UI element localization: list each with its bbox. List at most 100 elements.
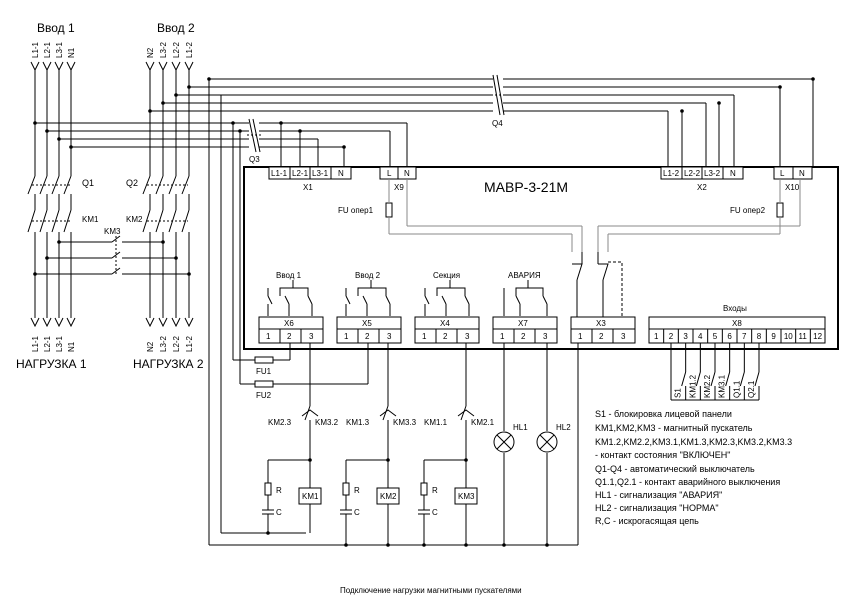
- lamp-circuits: [503, 343, 548, 545]
- terminal-pin: 1: [654, 332, 659, 341]
- legend-line: KM1,KM2,KM3 - магнитный пускатель: [595, 423, 753, 433]
- km1-label: KM1: [82, 215, 99, 224]
- output-arrows: [30, 317, 194, 328]
- x8-contact-label: Q2.1: [747, 380, 756, 398]
- km23-label: KM2.3: [268, 418, 292, 427]
- fuse-fu2-label: FU2: [256, 391, 272, 400]
- c-label: C: [432, 508, 438, 517]
- fuse-op1-label: FU опер1: [338, 206, 374, 215]
- km3-label: KM3: [104, 227, 121, 236]
- x5-title: Ввод 2: [355, 271, 381, 280]
- r-label: R: [432, 486, 438, 495]
- resistor-r2: [342, 482, 350, 496]
- internal-changeover: [572, 252, 609, 318]
- fuse-fu2: [254, 380, 274, 388]
- phase-label: L3-1: [55, 41, 64, 58]
- caption: Подключение нагрузки магнитными пускател…: [340, 586, 522, 595]
- terminal-pin: 2: [443, 332, 448, 341]
- hl1-label: HL1: [513, 423, 528, 432]
- x8-title: Входы: [723, 304, 747, 313]
- x8-contact-label: KM3.1: [718, 374, 727, 398]
- terminal-name: X6: [284, 319, 294, 328]
- terminal-pin: 3: [543, 332, 548, 341]
- x7-title: АВАРИЯ: [508, 271, 541, 280]
- x8-contact-switch: [739, 371, 745, 387]
- feed-lines-top: [35, 78, 814, 167]
- q4-label: Q4: [492, 119, 503, 128]
- relay-contacts-avariya: [503, 280, 548, 316]
- legend-line: S1 - блокировка лицевой панели: [595, 409, 732, 419]
- lamp-hl1-icon: [493, 431, 515, 453]
- phase-label: N2: [146, 47, 155, 58]
- terminal-pin: 12: [813, 332, 822, 341]
- phase-label: N2: [146, 341, 155, 352]
- phase-label: L3-1: [55, 335, 64, 352]
- terminal-pin: 3: [309, 332, 314, 341]
- device-title: МАВР-3-21М: [484, 179, 568, 195]
- phase-label: L2-1: [43, 41, 52, 58]
- q3-label: Q3: [249, 155, 260, 164]
- terminal-name: X9: [394, 183, 404, 192]
- coil-km2-label: KM2: [380, 492, 397, 501]
- x8-contact-label: KM2.2: [703, 374, 712, 398]
- coil-km1-label: KM1: [302, 492, 319, 501]
- x8-contact-switch: [695, 371, 701, 387]
- terminal-pin: L2-1: [292, 169, 309, 178]
- coil-circuit-3: [418, 343, 475, 545]
- terminal-pin: 11: [799, 332, 808, 341]
- fuse-fu1-label: FU1: [256, 367, 272, 376]
- load-2-label: НАГРУЗКА 2: [133, 357, 204, 371]
- c-label: C: [276, 508, 282, 517]
- output-phase-labels-2: N2 L3-2 L2-2 L1-2: [146, 335, 194, 352]
- terminal-pin: L1-1: [271, 169, 288, 178]
- terminal-pin: L2-2: [684, 169, 701, 178]
- relay-contacts-vvod2: [345, 280, 391, 316]
- coil-km1: [298, 487, 322, 505]
- legend-line: Q1.1,Q2.1 - контакт аварийного выключени…: [595, 477, 780, 487]
- contactor-km2-contacts: [142, 209, 190, 233]
- fuse-fu1: [254, 356, 274, 364]
- terminal-pin: 3: [683, 332, 688, 341]
- legend-line: Q1-Q4 - автоматический выключатель: [595, 464, 755, 474]
- km2-label: KM2: [126, 215, 143, 224]
- legend-line: KM1.2,KM2.2,KM3.1,KM1.3,KM2.3,KM3.2,KM3.…: [595, 437, 792, 447]
- terminal-x9: L N X9: [379, 166, 417, 192]
- terminal-pin: 2: [599, 332, 604, 341]
- terminal-name: X2: [697, 183, 707, 192]
- x8-contact-label: S1: [674, 388, 683, 398]
- terminal-pin: L: [387, 169, 392, 178]
- terminal-name: X1: [303, 183, 313, 192]
- x8-contact-switch: [681, 371, 687, 387]
- coil-circuit-2: [340, 343, 397, 545]
- fuse-op2-label: FU опер2: [730, 206, 766, 215]
- terminal-pin: 1: [578, 332, 583, 341]
- x4-title: Секция: [433, 271, 460, 280]
- phase-label: L1-2: [185, 41, 194, 58]
- legend-line: R,C - искрогасящая цепь: [595, 516, 699, 526]
- internal-dashed: [608, 261, 623, 318]
- terminal-pin: 2: [287, 332, 292, 341]
- coil-km3-label: KM3: [458, 492, 475, 501]
- terminal-pin: L: [780, 169, 785, 178]
- phase-labels-input-2: N2 L3-2 L2-2 L1-2: [146, 41, 194, 58]
- phase-label: L1-1: [31, 335, 40, 352]
- x8-contact-label: KM1.2: [688, 374, 697, 398]
- km21-label: KM2.1: [471, 418, 495, 427]
- breaker-q2-contacts: [142, 175, 190, 195]
- terminal-name: X8: [732, 319, 742, 328]
- r-label: R: [276, 486, 282, 495]
- terminal-pin: 3: [465, 332, 470, 341]
- terminal-x3: X3 1 2 3: [570, 316, 636, 344]
- coil-km3: [454, 487, 478, 505]
- terminal-pin: 2: [669, 332, 674, 341]
- phase-label: L3-2: [159, 335, 168, 352]
- output-phase-labels-1: L1-1 L2-1 L3-1 N1: [31, 335, 76, 352]
- contactor-km3-section: [35, 235, 189, 276]
- phase-label: N1: [67, 341, 76, 352]
- terminal-pin: 3: [621, 332, 626, 341]
- terminal-pin: 2: [521, 332, 526, 341]
- terminal-pin: 2: [365, 332, 370, 341]
